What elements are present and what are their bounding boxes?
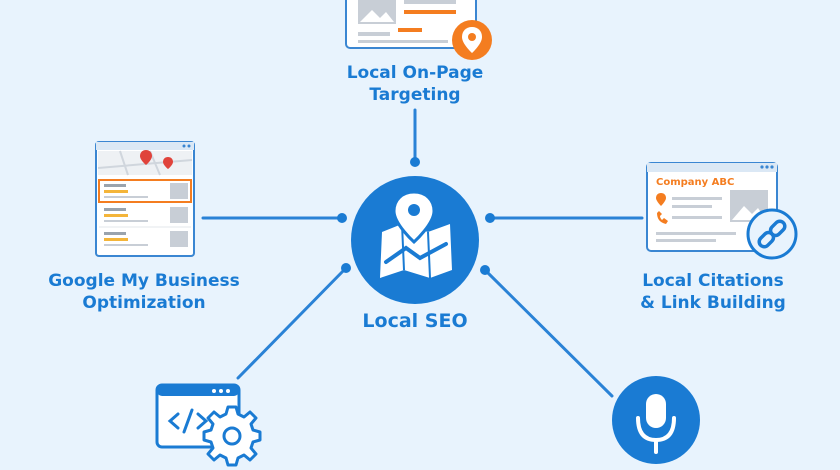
right-node-label-line2: & Link Building: [640, 293, 786, 313]
right-node-illustration: Company ABC: [646, 162, 798, 260]
map-pin-badge-icon: [452, 20, 492, 60]
link-icon: [746, 208, 798, 260]
microphone-icon: [612, 376, 700, 464]
connector-dot-right: [485, 213, 495, 223]
connector-dot-bottom-right: [480, 265, 490, 275]
connector-dot-bottom-left: [341, 263, 351, 273]
right-node-label: Local Citations & Link Building: [618, 270, 808, 314]
connector-dot-left: [337, 213, 347, 223]
connector-dots: [337, 157, 495, 275]
connector-dot-top: [410, 157, 420, 167]
top-node-label-line2: Targeting: [369, 85, 461, 105]
map-pin-icon: [380, 190, 452, 279]
left-node-label: Google My Business Optimization: [36, 270, 252, 314]
left-node-label-line1: Google My Business: [48, 271, 240, 291]
left-node-illustration: [95, 141, 195, 257]
connector-bottom-right: [483, 268, 614, 398]
right-node-label-line1: Local Citations: [642, 271, 784, 291]
code-settings-icon: [155, 383, 262, 467]
left-node-label-line2: Optimization: [82, 293, 206, 313]
top-node-illustration: [345, 0, 492, 60]
connectors: [201, 108, 644, 398]
center-hub: [351, 176, 479, 304]
top-node-label-line1: Local On-Page: [346, 63, 484, 83]
company-name: Company ABC: [656, 177, 734, 188]
top-node-label: Local On-Page Targeting: [312, 62, 518, 106]
center-label: Local SEO: [362, 310, 468, 332]
connector-bottom-left: [236, 266, 348, 380]
